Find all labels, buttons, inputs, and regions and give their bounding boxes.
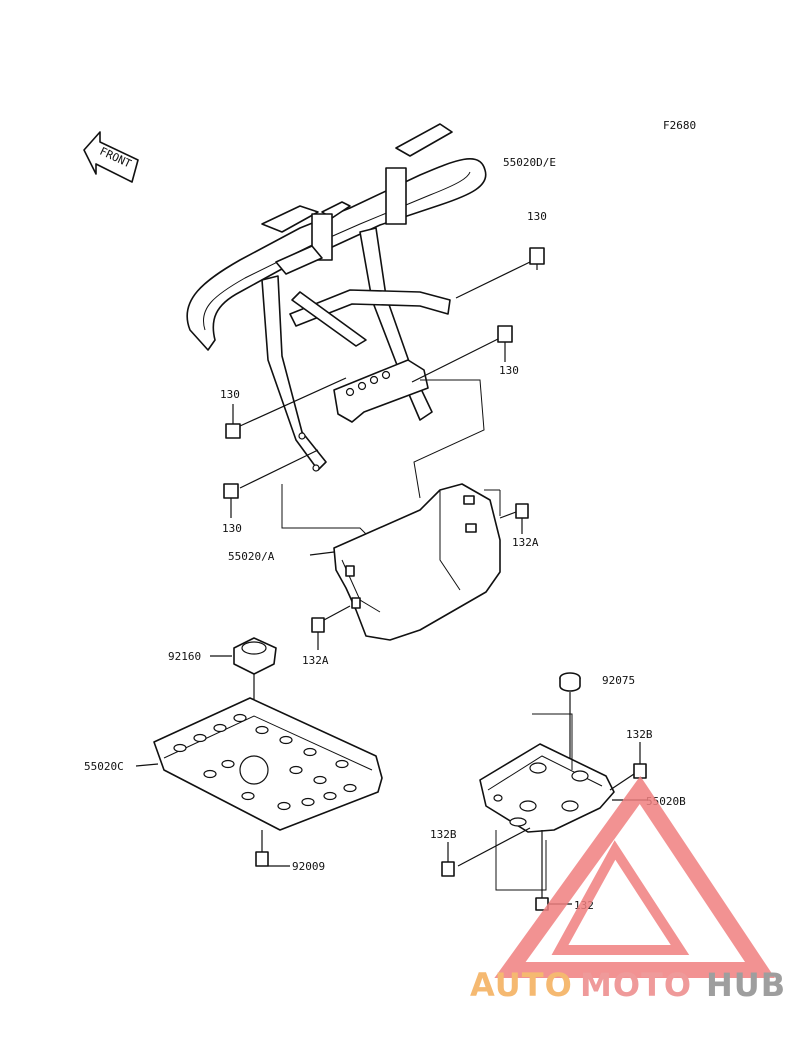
bolt-132b-left bbox=[441, 827, 531, 877]
bolt-130-top bbox=[455, 247, 545, 299]
bolt-130-right bbox=[411, 325, 513, 383]
callout-132a-bottom: 132A bbox=[302, 654, 329, 667]
leader-bolt-group bbox=[495, 830, 547, 891]
callout-55020a: 55020/A bbox=[228, 550, 275, 563]
callout-132b-top: 132B bbox=[626, 728, 653, 741]
assembly-bracket-line bbox=[281, 484, 373, 541]
skid-plate-55020c bbox=[153, 697, 383, 831]
bolt-130-left-a bbox=[225, 377, 347, 439]
callout-130-right: 130 bbox=[499, 364, 519, 377]
svg-text:MOTO: MOTO bbox=[580, 966, 692, 1004]
front-guard-frame bbox=[186, 123, 487, 471]
callout-92009: 92009 bbox=[292, 860, 325, 873]
callout-132a-right: 132A bbox=[512, 536, 539, 549]
callout-55020c: 55020C bbox=[84, 760, 124, 773]
cap-92075 bbox=[559, 672, 581, 770]
bolt-132a-right bbox=[499, 503, 529, 534]
leader-92075-group bbox=[532, 713, 573, 770]
leader-55020c bbox=[135, 763, 159, 767]
bolt-92009 bbox=[255, 830, 290, 867]
front-skid-plate bbox=[333, 483, 501, 641]
assembly-bracket-line-2 bbox=[413, 379, 485, 499]
callout-130-left-a: 130 bbox=[220, 388, 240, 401]
watermark-logo bbox=[494, 775, 775, 978]
bolt-132b-top bbox=[609, 742, 647, 791]
leader-55020a bbox=[309, 551, 335, 556]
figure-code: F2680 bbox=[663, 119, 696, 132]
callout-130-left-b: 130 bbox=[222, 522, 242, 535]
guard-plate-55020b bbox=[479, 743, 615, 833]
callout-92160: 92160 bbox=[168, 650, 201, 663]
watermark-text: AUTO MOTO HUB bbox=[470, 966, 786, 1004]
front-arrow-icon: FRONT bbox=[83, 131, 139, 183]
callout-55020de: 55020D/E bbox=[503, 156, 556, 169]
bolt-130-left-b bbox=[223, 432, 320, 518]
callout-92075: 92075 bbox=[602, 674, 635, 687]
svg-text:AUTO: AUTO bbox=[470, 966, 573, 1004]
svg-text:HUB: HUB bbox=[706, 966, 786, 1004]
callout-132b-left: 132B bbox=[430, 828, 457, 841]
callout-130-top: 130 bbox=[527, 210, 547, 223]
bolt-132a-bottom bbox=[311, 605, 351, 650]
